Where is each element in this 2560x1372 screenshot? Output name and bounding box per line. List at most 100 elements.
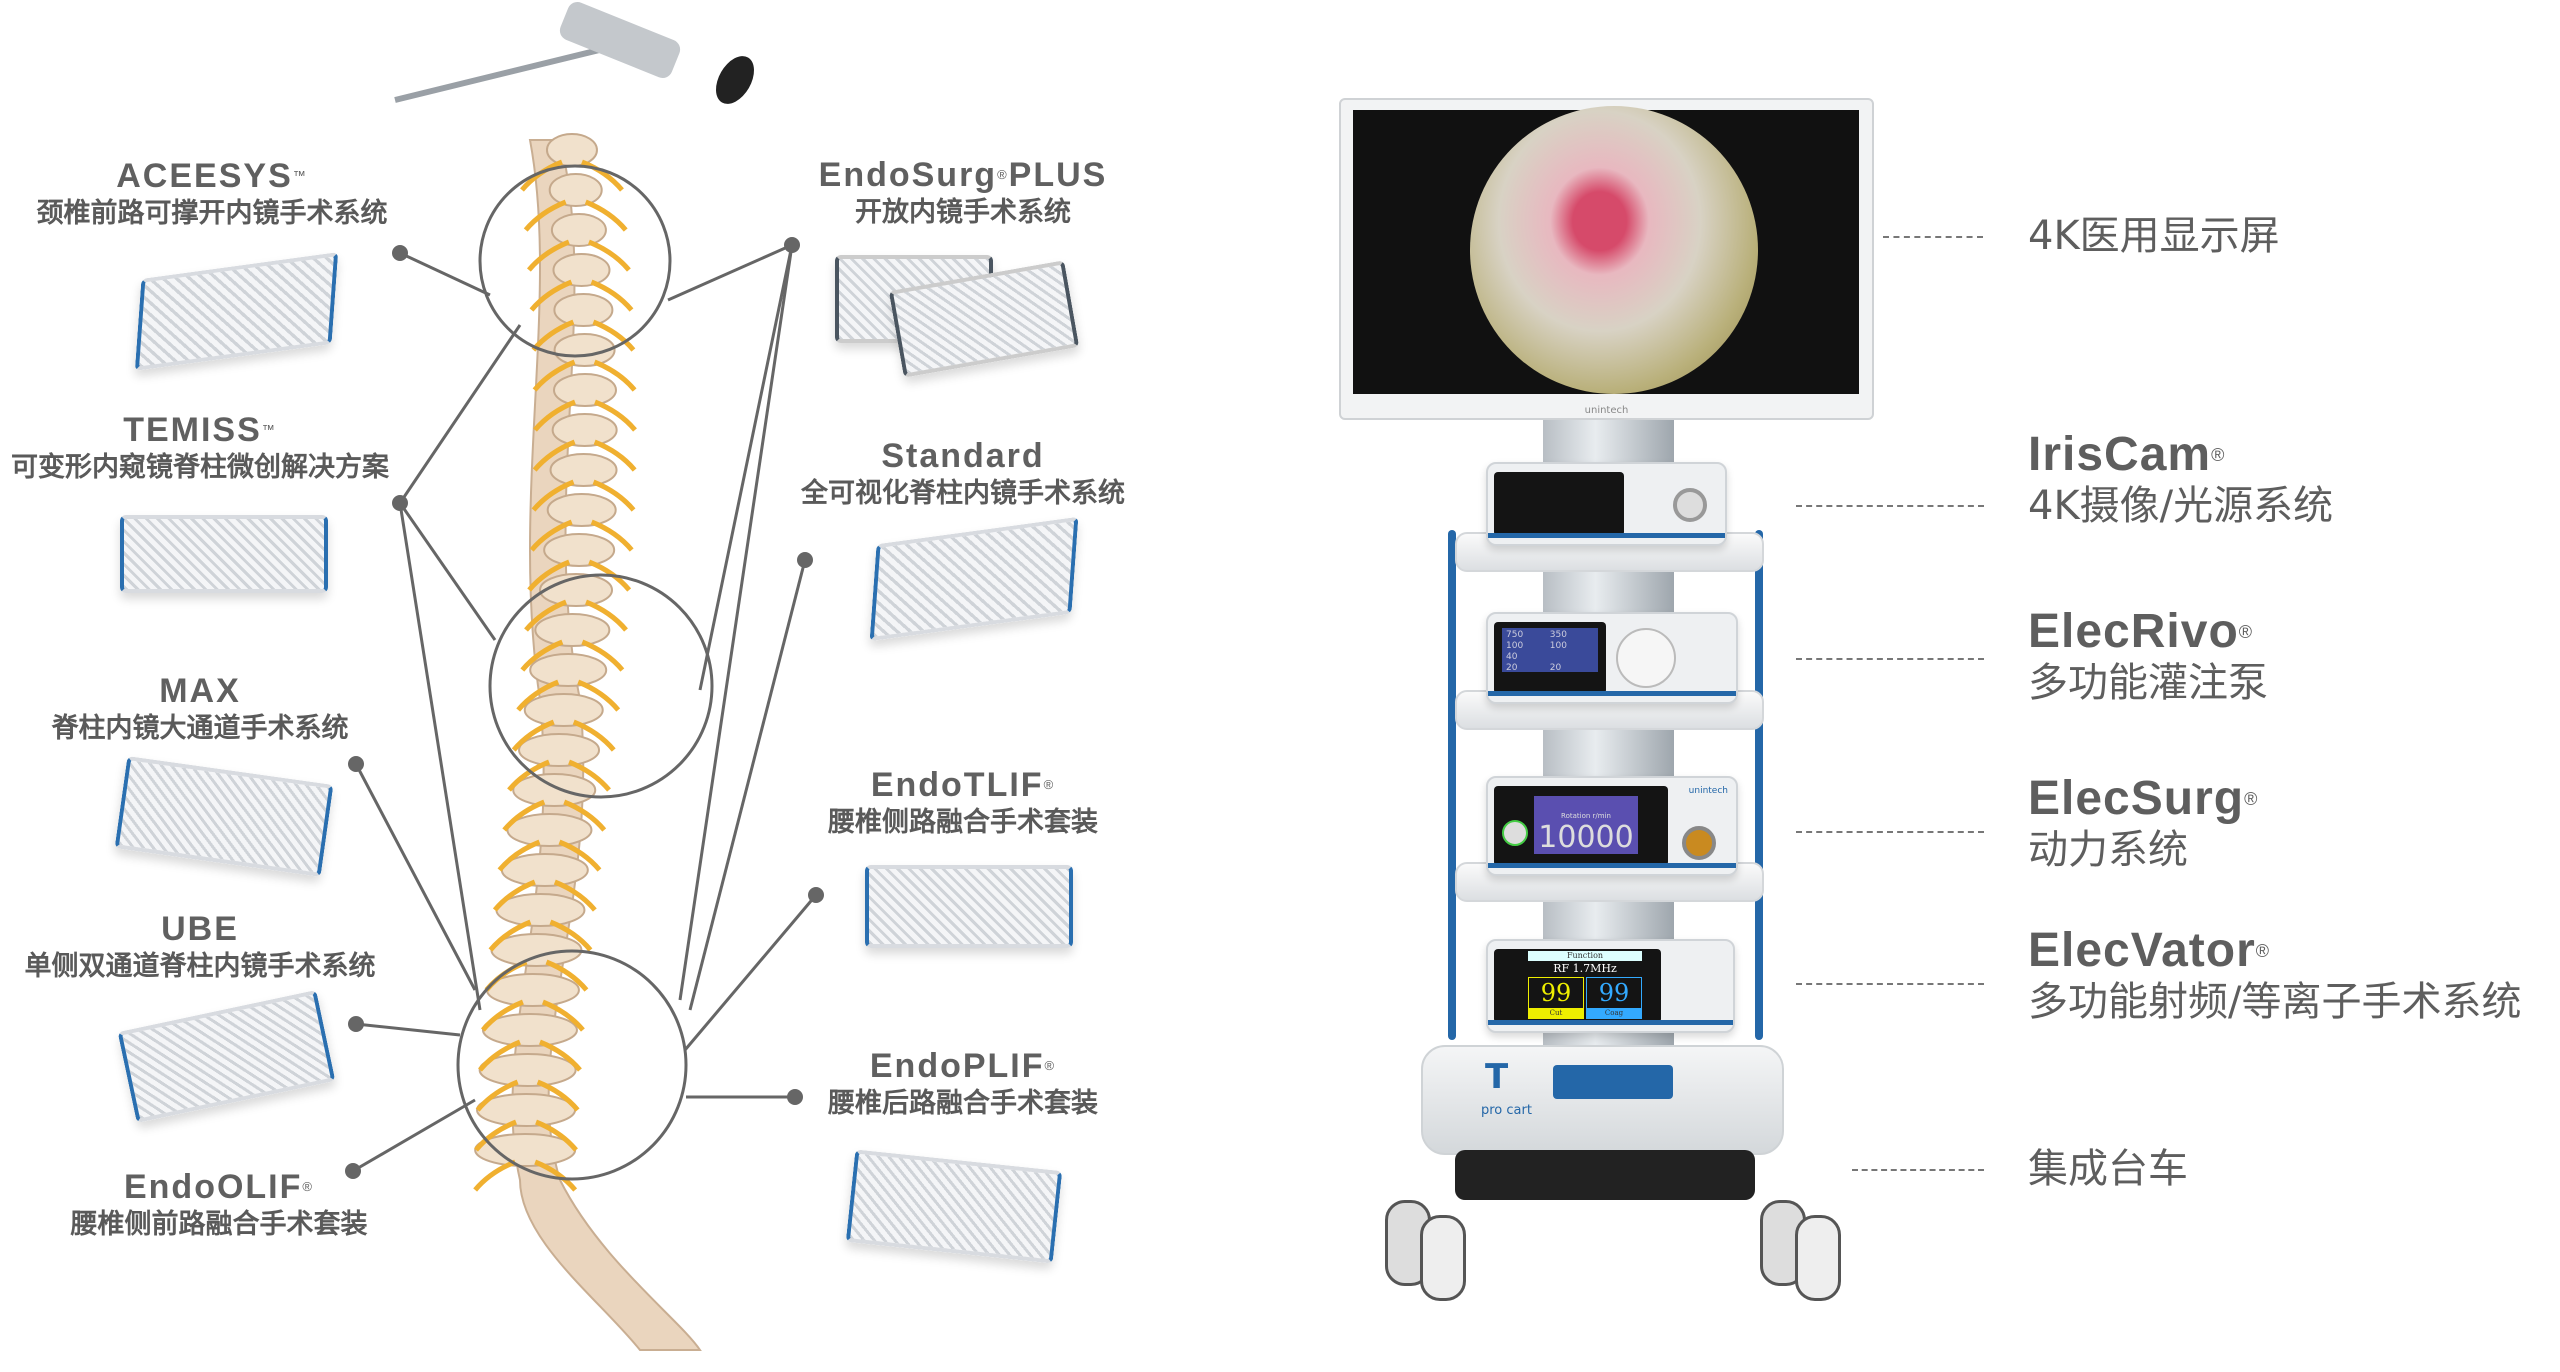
- vertebra: [478, 1053, 577, 1087]
- set-endosurg-plus: EndoSurg®PLUS 开放内镜手术系统: [819, 155, 1108, 231]
- component-subtitle: 4K摄像/光源系统: [2028, 483, 2334, 529]
- vertebra: [548, 173, 603, 207]
- rotation-value: 10000: [1538, 820, 1634, 855]
- elecsurg-unit: Rotation r/min 10000 unintech: [1486, 776, 1738, 876]
- device-logo: unintech: [1688, 786, 1728, 796]
- nerve-root: [531, 479, 636, 512]
- brand-name: EndoOLIF: [123, 1168, 303, 1206]
- set-subtitle: 单侧双通道脊柱内镜手术系统: [24, 951, 376, 982]
- brand-name: TEMISS: [123, 411, 262, 449]
- set-ube: UBE 单侧双通道脊柱内镜手术系统: [25, 909, 376, 985]
- vertebra: [553, 293, 614, 327]
- elecvator-unit: Function RF 1.7MHz 99 Cut 99 Coag: [1486, 939, 1735, 1033]
- cart-side-rail: [1448, 530, 1456, 1040]
- set-subtitle: 腰椎侧前路融合手术套装: [70, 1209, 368, 1240]
- power-button[interactable]: [1502, 820, 1528, 846]
- trademark: ®: [997, 167, 1009, 182]
- elecsurg-screen: Rotation r/min 10000: [1534, 796, 1638, 854]
- brand-suffix: PLUS: [1008, 156, 1108, 194]
- vertebra: [534, 613, 611, 647]
- label-cart: 集成台车: [2028, 1146, 2188, 1192]
- leader-line: [1852, 1169, 1984, 1171]
- tray-temiss: [120, 515, 328, 593]
- cut-number: 99: [1540, 979, 1572, 1007]
- coag-number: 99: [1598, 979, 1630, 1007]
- nerve-root: [511, 719, 616, 752]
- nerve-root: [529, 279, 634, 312]
- brand-name: ElecRivo: [2028, 605, 2239, 658]
- vertebral-column: [473, 133, 702, 1351]
- brand-name: IrisCam: [2028, 428, 2212, 481]
- vertebra: [552, 373, 617, 407]
- nerve-root: [523, 199, 628, 232]
- vertebra: [506, 813, 593, 847]
- pump-value: 40: [1506, 652, 1518, 662]
- pump-value: 20: [1549, 663, 1562, 673]
- vertebra: [512, 773, 597, 807]
- caster-wheel: [1795, 1215, 1841, 1301]
- cart-logo: pro cart: [1481, 1103, 1532, 1118]
- pump-value: 100: [1506, 641, 1524, 651]
- brand-name: EndoSurg: [818, 156, 998, 194]
- leader-line: [1796, 505, 1984, 507]
- brand-name: EndoTLIF: [870, 766, 1044, 804]
- vertebra: [500, 853, 589, 887]
- nerve-root: [478, 1039, 582, 1072]
- pump-value: 100: [1549, 641, 1567, 651]
- screen-caption: Rotation r/min: [1561, 812, 1611, 820]
- trademark: ™: [292, 168, 308, 183]
- brand-name: ElecSurg: [2028, 772, 2245, 825]
- coag-label: Coag: [1587, 1008, 1641, 1018]
- brand-name: Standard: [881, 437, 1045, 475]
- leader-line: [1796, 983, 1984, 985]
- set-max: MAX 脊柱内镜大通道手术系统: [52, 671, 349, 747]
- vertebra: [549, 453, 618, 487]
- pump-head-icon: [1616, 628, 1676, 688]
- caster-wheel: [1420, 1215, 1466, 1301]
- label-iriscam: IrisCam® 4K摄像/光源系统: [2028, 428, 2333, 530]
- nerve-root: [532, 359, 637, 392]
- trademark: ®: [1043, 777, 1056, 792]
- nerve-root: [533, 399, 637, 432]
- vertebra: [546, 493, 617, 527]
- vertebra: [552, 253, 611, 287]
- function-label: Function: [1528, 951, 1642, 961]
- connector-lines: [352, 164, 818, 1181]
- pump-value: 20: [1506, 663, 1518, 673]
- nerve-root: [475, 1079, 580, 1112]
- vertebra: [551, 413, 618, 447]
- trademark: ™: [261, 422, 277, 437]
- trademark: ®: [302, 1179, 314, 1194]
- monitor-screen: [1353, 106, 1859, 394]
- nerve-root: [529, 519, 634, 552]
- vertebra: [518, 733, 601, 767]
- nerve-root: [473, 1159, 578, 1192]
- vertebra: [550, 213, 607, 247]
- iriscam-unit: [1486, 462, 1727, 546]
- cart-base: T pro cart: [1421, 1045, 1784, 1155]
- cart-logo-icon: T: [1485, 1057, 1509, 1097]
- nerve-root: [516, 679, 621, 712]
- cart-accent: [1553, 1065, 1673, 1099]
- set-subtitle: 开放内镜手术系统: [855, 197, 1071, 228]
- nerve-root: [526, 239, 631, 272]
- nerve-root: [527, 559, 632, 592]
- set-temiss: TEMISS™ 可变形内窥镜脊柱微创解决方案: [11, 410, 389, 486]
- brand-name: ElecVator: [2028, 924, 2256, 977]
- vertebra: [543, 533, 616, 567]
- nerve-root: [532, 439, 637, 472]
- trademark: ®: [2238, 622, 2254, 642]
- set-endotlif: EndoTLIF® 腰椎侧路融合手术套装: [828, 765, 1098, 841]
- trademark: ®: [2211, 445, 2226, 465]
- endoscopic-view: [1470, 106, 1758, 394]
- nerve-root: [524, 599, 628, 632]
- nerve-root: [474, 1119, 578, 1152]
- trademark: ®: [2244, 789, 2259, 809]
- set-subtitle: 可变形内窥镜脊柱微创解决方案: [11, 452, 389, 483]
- handpiece-connector-icon: [1682, 826, 1716, 860]
- cut-value: 99 Cut: [1528, 977, 1584, 1019]
- brand-name: EndoPLIF: [869, 1047, 1045, 1085]
- set-subtitle: 全可视化脊柱内镜手术系统: [801, 478, 1125, 509]
